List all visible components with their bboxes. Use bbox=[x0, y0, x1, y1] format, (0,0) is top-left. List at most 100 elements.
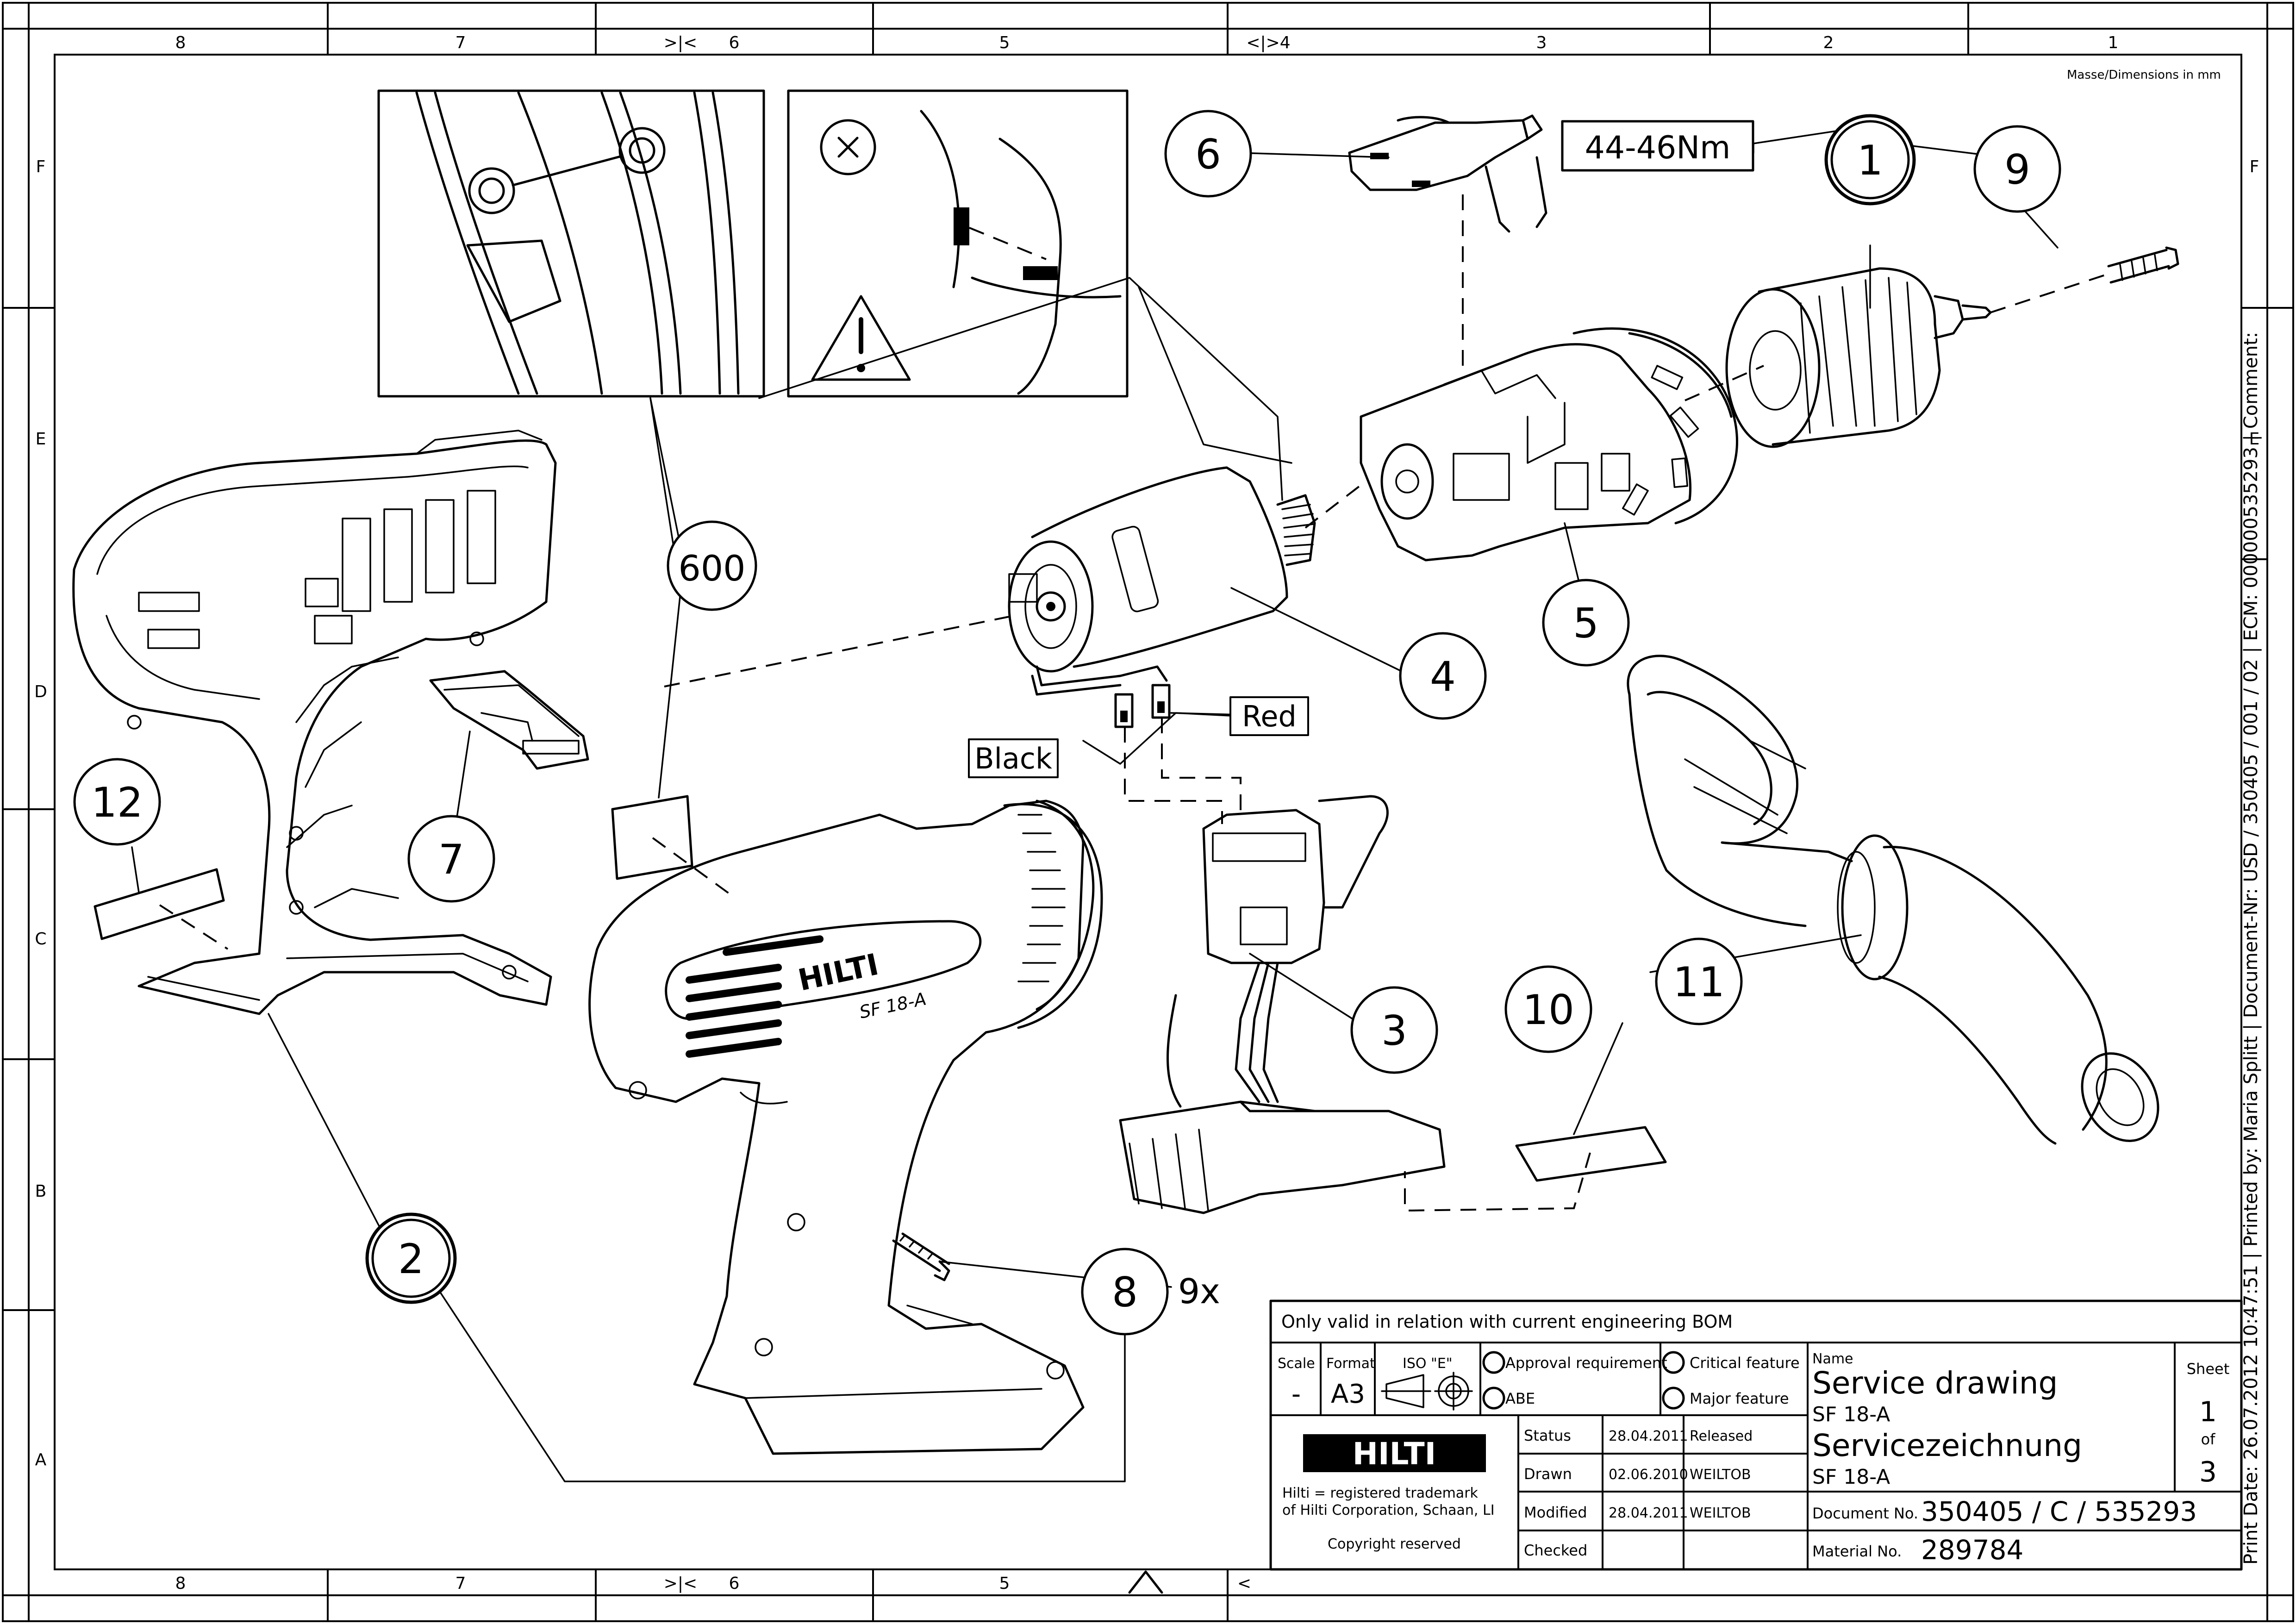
grid-top-8: 8 bbox=[175, 33, 186, 52]
callout-10: 10 bbox=[1504, 965, 1592, 1053]
assembly-centerlines bbox=[159, 194, 2111, 1212]
status-date: 28.04.2011 bbox=[1609, 1428, 1688, 1444]
trademark-line-1: Hilti = registered trademark bbox=[1282, 1485, 1479, 1501]
svg-text:8: 8 bbox=[1112, 1268, 1138, 1316]
callout-3: 3 bbox=[1350, 986, 1438, 1074]
svg-text:6: 6 bbox=[1195, 131, 1221, 178]
drawn-date: 02.06.2010 bbox=[1609, 1467, 1688, 1483]
grid-top-2: 2 bbox=[1823, 33, 1834, 52]
grid-bottom-5: 5 bbox=[999, 1574, 1010, 1593]
status-label: Status bbox=[1524, 1427, 1571, 1444]
chuck-screw-part bbox=[2107, 246, 2179, 284]
callout-6: 6 bbox=[1164, 110, 1252, 198]
grid-labels-top: 8 7 >|< 6 5 <|>4 3 2 1 bbox=[175, 33, 2119, 52]
callout-11: 11 bbox=[1655, 937, 1743, 1025]
critical-feature-label: Critical feature bbox=[1690, 1354, 1800, 1372]
callout-8: 8 bbox=[1081, 1248, 1169, 1336]
svg-text:600: 600 bbox=[678, 548, 745, 589]
callout-5: 5 bbox=[1542, 579, 1630, 667]
grid-left-F: F bbox=[36, 157, 46, 176]
motor-part bbox=[1008, 466, 1316, 728]
grid-top-4: <|>4 bbox=[1246, 33, 1290, 52]
name-de: Servicezeichnung bbox=[1812, 1428, 2082, 1463]
scale-label: Scale bbox=[1278, 1355, 1315, 1372]
grid-bottom-7: 7 bbox=[455, 1574, 466, 1593]
grid-top-5: 5 bbox=[999, 33, 1010, 52]
grid-bottom-centermark: >|< bbox=[664, 1574, 697, 1593]
label-12-sticker bbox=[94, 868, 225, 940]
modified-date: 28.04.2011 bbox=[1609, 1505, 1688, 1521]
validity-note: Only valid in relation with current engi… bbox=[1281, 1312, 1733, 1332]
grid-labels-right: F E bbox=[2249, 157, 2260, 449]
svg-text:HILTI: HILTI bbox=[1353, 1436, 1436, 1472]
title-block: Only valid in relation with current engi… bbox=[1269, 1299, 2243, 1571]
grid-right-F: F bbox=[2250, 157, 2259, 176]
trademark-line-2: of Hilti Corporation, Schaan, LI bbox=[1282, 1502, 1495, 1518]
status-value: Released bbox=[1690, 1428, 1753, 1444]
svg-text:2: 2 bbox=[398, 1235, 424, 1283]
callout-2: 2 bbox=[365, 1212, 457, 1304]
callout-12: 12 bbox=[73, 758, 161, 846]
grid-bottom-8: 8 bbox=[175, 1574, 186, 1593]
detail-view-screw-bosses bbox=[377, 89, 765, 398]
grid-labels-bottom: 8 7 >|< 6 5 < bbox=[175, 1570, 1251, 1594]
grid-left-E: E bbox=[36, 430, 46, 449]
abe-radio bbox=[1482, 1387, 1505, 1410]
drill-housing-assembled: HILTI SF 18-A bbox=[588, 800, 1103, 1455]
document-number-value: 350405 / C / 535293 bbox=[1921, 1496, 2197, 1527]
checked-label: Checked bbox=[1524, 1542, 1587, 1559]
grid-bottom-mark: < bbox=[1237, 1574, 1251, 1593]
model-de: SF 18-A bbox=[1812, 1465, 1890, 1489]
sheet-number: 1 bbox=[2199, 1396, 2217, 1428]
projection-triangle-icon bbox=[1128, 1570, 1163, 1594]
grid-top-1: 1 bbox=[2108, 33, 2119, 52]
quantity-8-label: 9x bbox=[1178, 1272, 1220, 1312]
iso-label: ISO "E" bbox=[1403, 1355, 1453, 1372]
grid-bottom-6: 6 bbox=[729, 1574, 740, 1593]
svg-text:7: 7 bbox=[438, 836, 464, 883]
svg-text:5: 5 bbox=[1573, 600, 1599, 647]
hilti-logo: HILTI bbox=[1303, 1434, 1486, 1472]
housing-half-left bbox=[72, 430, 557, 1015]
grid-top-7: 7 bbox=[455, 33, 466, 52]
wire-black-label: Black bbox=[968, 738, 1059, 778]
drawn-label: Drawn bbox=[1524, 1465, 1572, 1483]
tool-model-label: SF 18-A bbox=[858, 988, 928, 1022]
sheet-label: Sheet bbox=[2187, 1360, 2230, 1378]
sheet-total: 3 bbox=[2199, 1456, 2217, 1488]
drawn-value: WEILTOB bbox=[1690, 1467, 1751, 1483]
chuck-part bbox=[1725, 267, 1992, 448]
format-label: Format bbox=[1326, 1355, 1375, 1372]
grid-left-B: B bbox=[35, 1182, 47, 1201]
gear-selector-part bbox=[1348, 114, 1547, 233]
name-label: Name bbox=[1812, 1351, 1853, 1367]
model-en: SF 18-A bbox=[1812, 1403, 1890, 1426]
grid-right-E: E bbox=[2249, 430, 2260, 449]
callout-1: 1 bbox=[1824, 114, 1916, 206]
document-number-label: Document No. bbox=[1812, 1505, 1918, 1522]
copyright: Copyright reserved bbox=[1328, 1536, 1461, 1552]
svg-text:44-46Nm: 44-46Nm bbox=[1585, 130, 1731, 166]
grid-left-A: A bbox=[35, 1450, 47, 1469]
svg-text:1: 1 bbox=[1857, 137, 1883, 184]
callout-7: 7 bbox=[407, 815, 495, 903]
switch-assembly-part bbox=[1119, 795, 1446, 1214]
approval-requirement-radio bbox=[1482, 1351, 1505, 1374]
callout-4: 4 bbox=[1399, 632, 1487, 720]
svg-text:4: 4 bbox=[1430, 653, 1456, 700]
callout-600: 600 bbox=[667, 520, 757, 611]
svg-text:12: 12 bbox=[91, 779, 143, 826]
housing-screw-part bbox=[892, 1232, 950, 1281]
callout-9: 9 bbox=[1973, 125, 2061, 213]
grid-top-3: 3 bbox=[1536, 33, 1547, 52]
name-en: Service drawing bbox=[1812, 1365, 2058, 1401]
detail-view-caution bbox=[787, 89, 1129, 398]
critical-feature-radio bbox=[1662, 1351, 1685, 1374]
major-feature-label: Major feature bbox=[1690, 1390, 1789, 1407]
sheet-of: of bbox=[2201, 1430, 2216, 1448]
svg-text:Red: Red bbox=[1242, 700, 1297, 733]
grid-left-D: D bbox=[34, 682, 47, 701]
side-handle-part bbox=[1627, 655, 2159, 1145]
